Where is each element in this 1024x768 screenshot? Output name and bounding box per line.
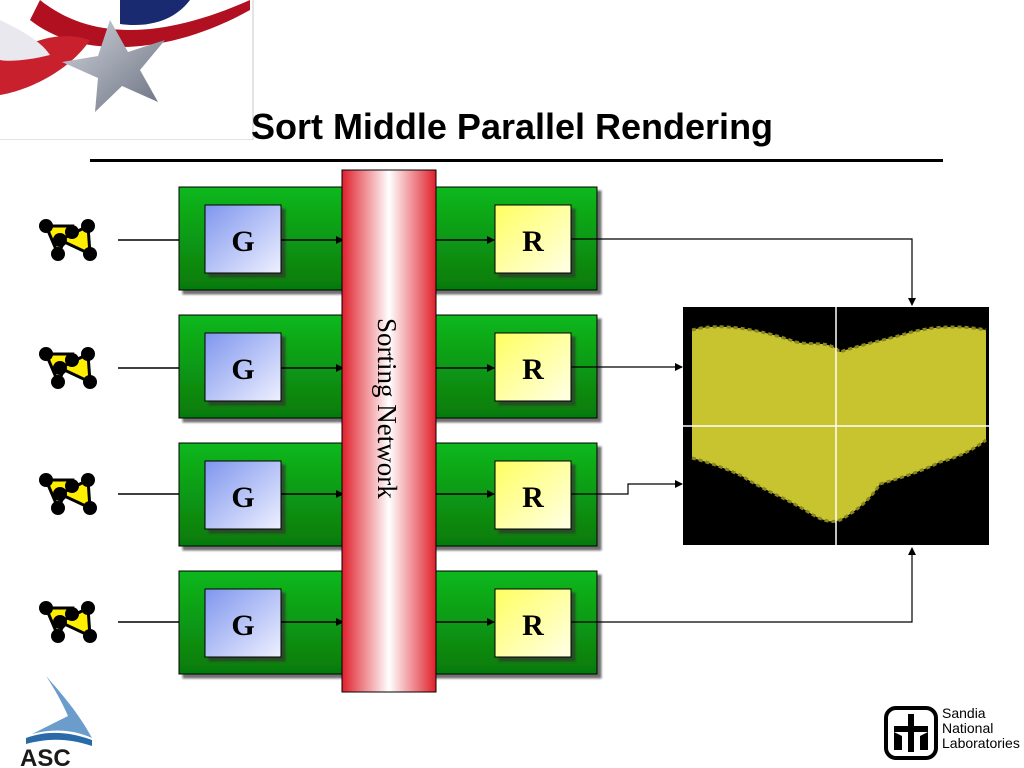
geometry-box xyxy=(204,460,282,530)
asc-logo-text: ASC xyxy=(20,745,71,768)
rasterizer-label: R xyxy=(522,225,544,258)
geometry-box xyxy=(204,332,282,402)
sandia-line-3: Laboratories xyxy=(942,735,1020,751)
rasterizer-label: R xyxy=(522,609,544,642)
rasterizer-label: R xyxy=(522,353,544,386)
rasterizer-label: R xyxy=(522,481,544,514)
rasterizer-box xyxy=(494,204,572,274)
geometry-box xyxy=(204,588,282,658)
corner-flag-star-logo xyxy=(0,0,255,140)
rasterizer-box xyxy=(494,460,572,530)
sorting-network-label: Sorting Network xyxy=(372,318,402,499)
triangle-primitives-icon xyxy=(37,345,99,391)
slide-title: Sort Middle Parallel Rendering xyxy=(250,106,774,147)
sandia-line-2: National xyxy=(942,720,994,736)
triangle-primitives-icon xyxy=(37,599,99,645)
geometry-label: G xyxy=(231,225,254,258)
geometry-box xyxy=(204,204,282,274)
title-underline xyxy=(90,159,943,162)
geometry-label: G xyxy=(231,609,254,642)
sandia-line-1: Sandia xyxy=(942,705,986,721)
sandia-logo: Sandia National Laboratories xyxy=(884,704,1022,766)
pipeline-row-1: G R xyxy=(37,186,916,306)
rendered-image xyxy=(683,307,989,545)
rasterizer-box xyxy=(494,588,572,658)
output-arrow xyxy=(571,238,916,306)
output-arrow xyxy=(571,547,916,623)
sorting-network-bar xyxy=(341,169,437,693)
rasterizer-box xyxy=(494,332,572,402)
geometry-label: G xyxy=(231,353,254,386)
asc-logo: ASC xyxy=(20,676,92,768)
triangle-primitives-icon xyxy=(37,217,99,263)
output-arrow xyxy=(571,480,683,495)
geometry-label: G xyxy=(231,481,254,514)
pipeline-row-4: G R xyxy=(37,547,916,675)
triangle-primitives-icon xyxy=(37,471,99,517)
thunderbird-icon xyxy=(884,706,938,760)
